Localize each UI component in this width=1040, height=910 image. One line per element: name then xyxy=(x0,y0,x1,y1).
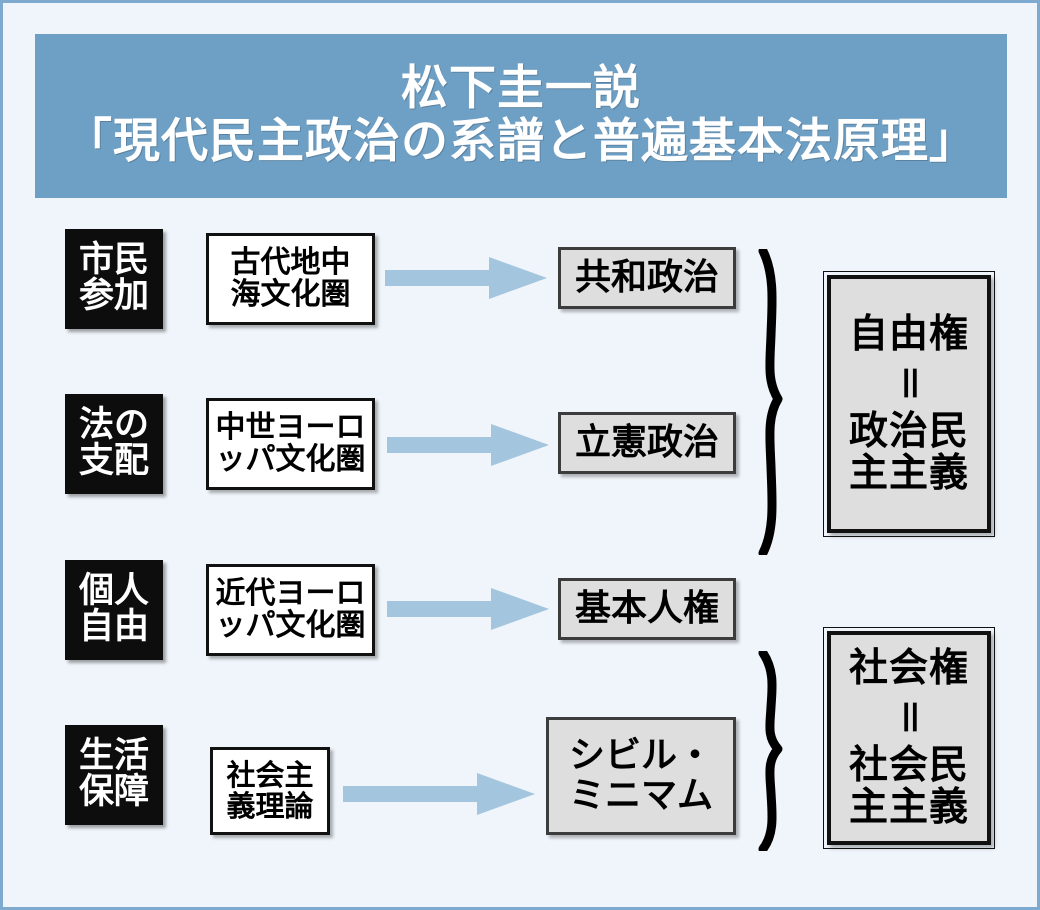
title-band: 松下圭一説 「現代民主政治の系譜と普遍基本法原理」 xyxy=(35,34,1007,198)
principle-chip-4-line2: 保障 xyxy=(78,772,149,812)
principle-chip-3-line2: 自由 xyxy=(78,607,149,647)
result-box-1: 共和政治 xyxy=(558,247,736,309)
source-box-4-line1: 社会主 xyxy=(226,757,314,792)
result-box-2-line1: 立憲政治 xyxy=(574,422,719,464)
diagram-row: 法の 支配 中世ヨーロ ッパ文化圏 立憲政治 xyxy=(3,394,1040,514)
arrow-right-icon-3 xyxy=(387,588,549,630)
source-box-3: 近代ヨーロ ッパ文化圏 xyxy=(206,564,375,656)
source-box-2: 中世ヨーロ ッパ文化圏 xyxy=(206,398,375,490)
source-box-1-line1: 古代地中 xyxy=(230,244,351,280)
diagram-row: 個人 自由 近代ヨーロ ッパ文化圏 基本人権 xyxy=(3,560,1040,680)
source-box-4-line2: 義理論 xyxy=(226,789,314,823)
principle-chip-3-line1: 個人 xyxy=(78,571,149,612)
result-box-3: 基本人権 xyxy=(558,578,736,640)
outcome-box-1-top: 自由権 xyxy=(848,311,969,357)
source-box-2-line2: ッパ文化圏 xyxy=(215,442,366,477)
principle-chip-2: 法の 支配 xyxy=(65,394,163,494)
result-box-4: シビル・ ミニマム xyxy=(546,717,736,835)
outcome-box-1-equals: ＝ xyxy=(886,364,932,403)
source-box-1-line2: 海文化圏 xyxy=(230,277,351,312)
brace-lower-icon xyxy=(751,651,809,851)
principle-chip-3: 個人 自由 xyxy=(65,560,163,660)
outcome-box-1-bottom-line1: 政治民 xyxy=(848,408,969,455)
outcome-box-2: 社会権 ＝ 社会民 主主義 xyxy=(823,627,995,849)
principle-chip-1-line2: 参加 xyxy=(78,276,149,316)
result-box-4-line1: シビル・ xyxy=(568,735,713,777)
outcome-box-1-bottom-line2: 主主義 xyxy=(848,449,969,496)
source-box-1: 古代地中 海文化圏 xyxy=(206,233,375,325)
principle-chip-4-line1: 生活 xyxy=(78,736,149,777)
outcome-box-2-equals: ＝ xyxy=(886,698,932,737)
principle-chip-4: 生活 保障 xyxy=(65,725,163,825)
outcome-box-2-bottom-line2: 主主義 xyxy=(848,783,969,830)
source-box-2-line1: 中世ヨーロ xyxy=(215,409,366,445)
principle-chip-2-line1: 法の xyxy=(78,405,149,446)
page-title-line2: 「現代民主政治の系譜と普遍基本法原理」 xyxy=(65,114,977,169)
source-box-3-line2: ッパ文化圏 xyxy=(215,608,366,643)
result-box-1-line1: 共和政治 xyxy=(574,257,719,299)
principle-chip-2-line2: 支配 xyxy=(78,441,149,481)
outcome-box-1: 自由権 ＝ 政治民 主主義 xyxy=(823,271,995,537)
source-box-3-line1: 近代ヨーロ xyxy=(215,575,366,611)
arrow-right-icon-2 xyxy=(387,424,549,466)
principle-chip-1-line1: 市民 xyxy=(78,240,149,281)
principle-chip-1: 市民 参加 xyxy=(65,229,163,329)
diagram-row: 市民 参加 古代地中 海文化圏 共和政治 xyxy=(3,229,1040,349)
diagram-row: 生活 保障 社会主 義理論 シビル・ ミニマム xyxy=(3,717,1040,845)
result-box-4-line2: ミニマム xyxy=(568,775,713,816)
outcome-box-2-bottom-line1: 社会民 xyxy=(848,742,969,789)
result-box-2: 立憲政治 xyxy=(558,412,736,474)
result-box-3-line1: 基本人権 xyxy=(574,588,719,630)
page-title-line1: 松下圭一説 xyxy=(401,61,641,117)
outcome-box-2-top: 社会権 xyxy=(848,645,969,691)
source-box-4: 社会主 義理論 xyxy=(210,747,330,835)
arrow-right-icon-4 xyxy=(343,773,535,815)
arrow-right-icon-1 xyxy=(385,257,547,299)
brace-upper-icon xyxy=(749,249,811,555)
